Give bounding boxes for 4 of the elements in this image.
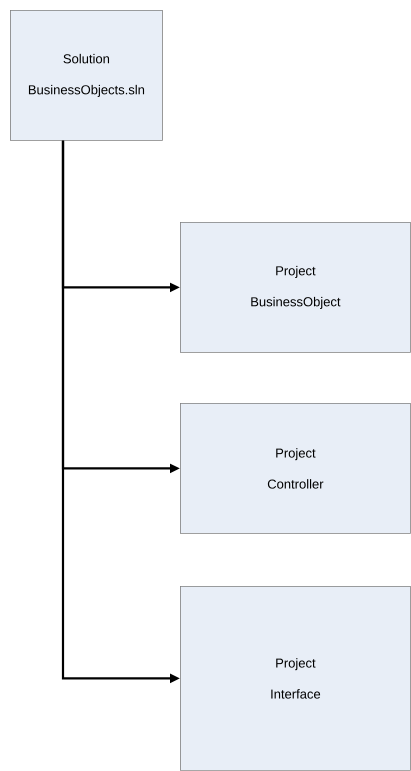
project-box: Project Interface: [180, 586, 411, 771]
project-box: Project BusinessObject: [180, 222, 411, 353]
project-box: Project Controller: [180, 403, 411, 534]
solution-box: Solution BusinessObjects.sln: [10, 10, 163, 141]
